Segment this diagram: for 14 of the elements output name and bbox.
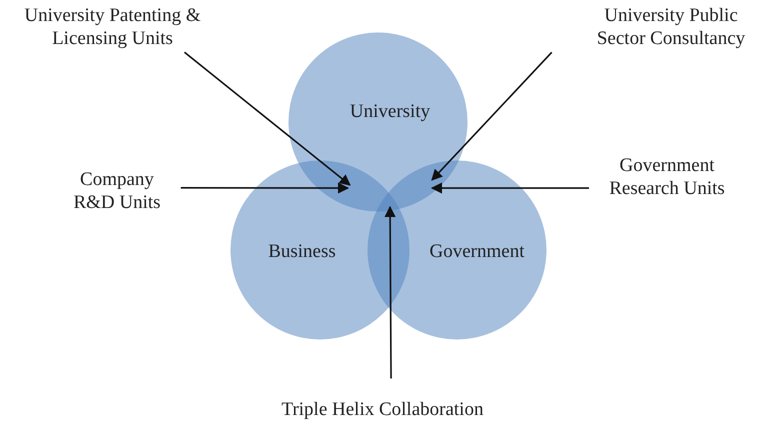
callout-label: University Patenting & Licensing Units xyxy=(0,4,225,50)
leader-arrow xyxy=(180,182,350,194)
callout-label: Triple Helix Collaboration xyxy=(240,398,525,421)
callout-label: University Public Sector Consultancy xyxy=(582,4,760,50)
venn-circle xyxy=(367,160,547,340)
leader-arrow xyxy=(430,182,589,194)
leader-arrow xyxy=(384,206,396,378)
callout-label: Government Research Units xyxy=(592,154,742,200)
circle-label: Government xyxy=(428,240,526,263)
leader-arrow xyxy=(184,52,351,186)
circle-label: University xyxy=(348,100,432,123)
circle-label: Business xyxy=(267,240,337,263)
leader-arrow xyxy=(431,52,552,181)
callout-label: Company R&D Units xyxy=(62,168,172,214)
